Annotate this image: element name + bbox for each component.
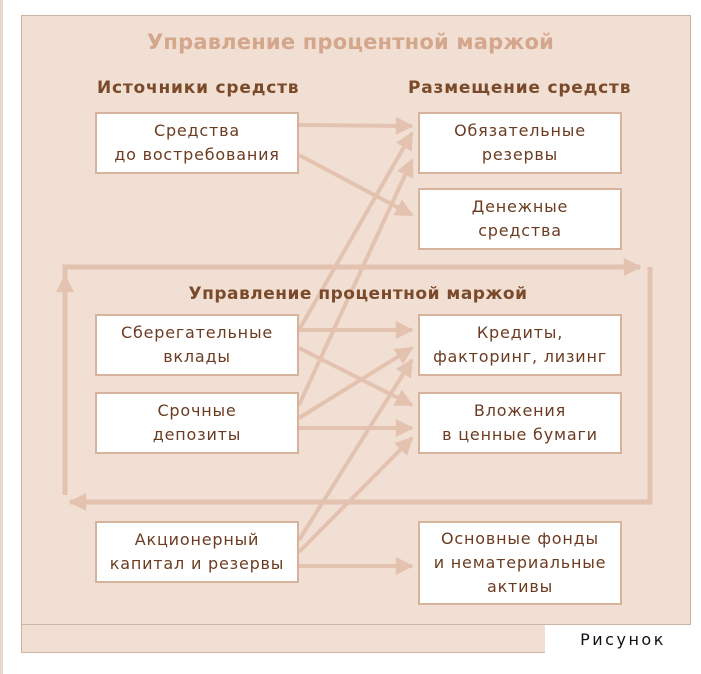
use-required-reserves: Обязательные резервы <box>418 112 622 174</box>
diagram-title: Управление процентной маржой <box>146 30 555 54</box>
page-edge <box>0 0 3 674</box>
use-cash: Денежные средства <box>418 188 622 250</box>
arrow-capital-to-loans <box>297 358 414 542</box>
management-loop <box>56 258 653 511</box>
use-fixed-intangible-assets: Основные фонды и нематериальные активы <box>418 521 622 605</box>
arrow-savings-to-reserves <box>297 131 414 331</box>
diagram-panel-bottom <box>21 625 545 653</box>
use-loans-factoring-leasing: Кредиты, факторинг, лизинг <box>418 314 622 376</box>
middle-heading: Управление процентной маржой <box>188 284 528 304</box>
arrow-capital-to-securities <box>297 436 414 554</box>
sources-heading: Источники средств <box>97 78 300 98</box>
source-demand-deposits: Средства до востребования <box>95 112 299 174</box>
use-securities: Вложения в ценные бумаги <box>418 392 622 454</box>
arrow-term-to-reserves <box>297 158 414 406</box>
source-equity-capital: Акционерный капитал и резервы <box>95 521 299 583</box>
loop-top-arrow <box>62 258 642 495</box>
source-term-deposits: Срочные депозиты <box>95 392 299 454</box>
figure-caption: Рисунок <box>580 629 666 649</box>
arrow-savings-to-securities <box>298 346 414 407</box>
loop-bottom-arrow <box>68 267 653 511</box>
uses-heading: Размещение средств <box>408 78 632 98</box>
arrow-demand-to-reserves <box>298 116 414 135</box>
source-savings-deposits: Сберегательные вклады <box>95 314 299 376</box>
arrow-term-to-loans <box>297 346 414 420</box>
flow-arrows <box>297 116 414 575</box>
